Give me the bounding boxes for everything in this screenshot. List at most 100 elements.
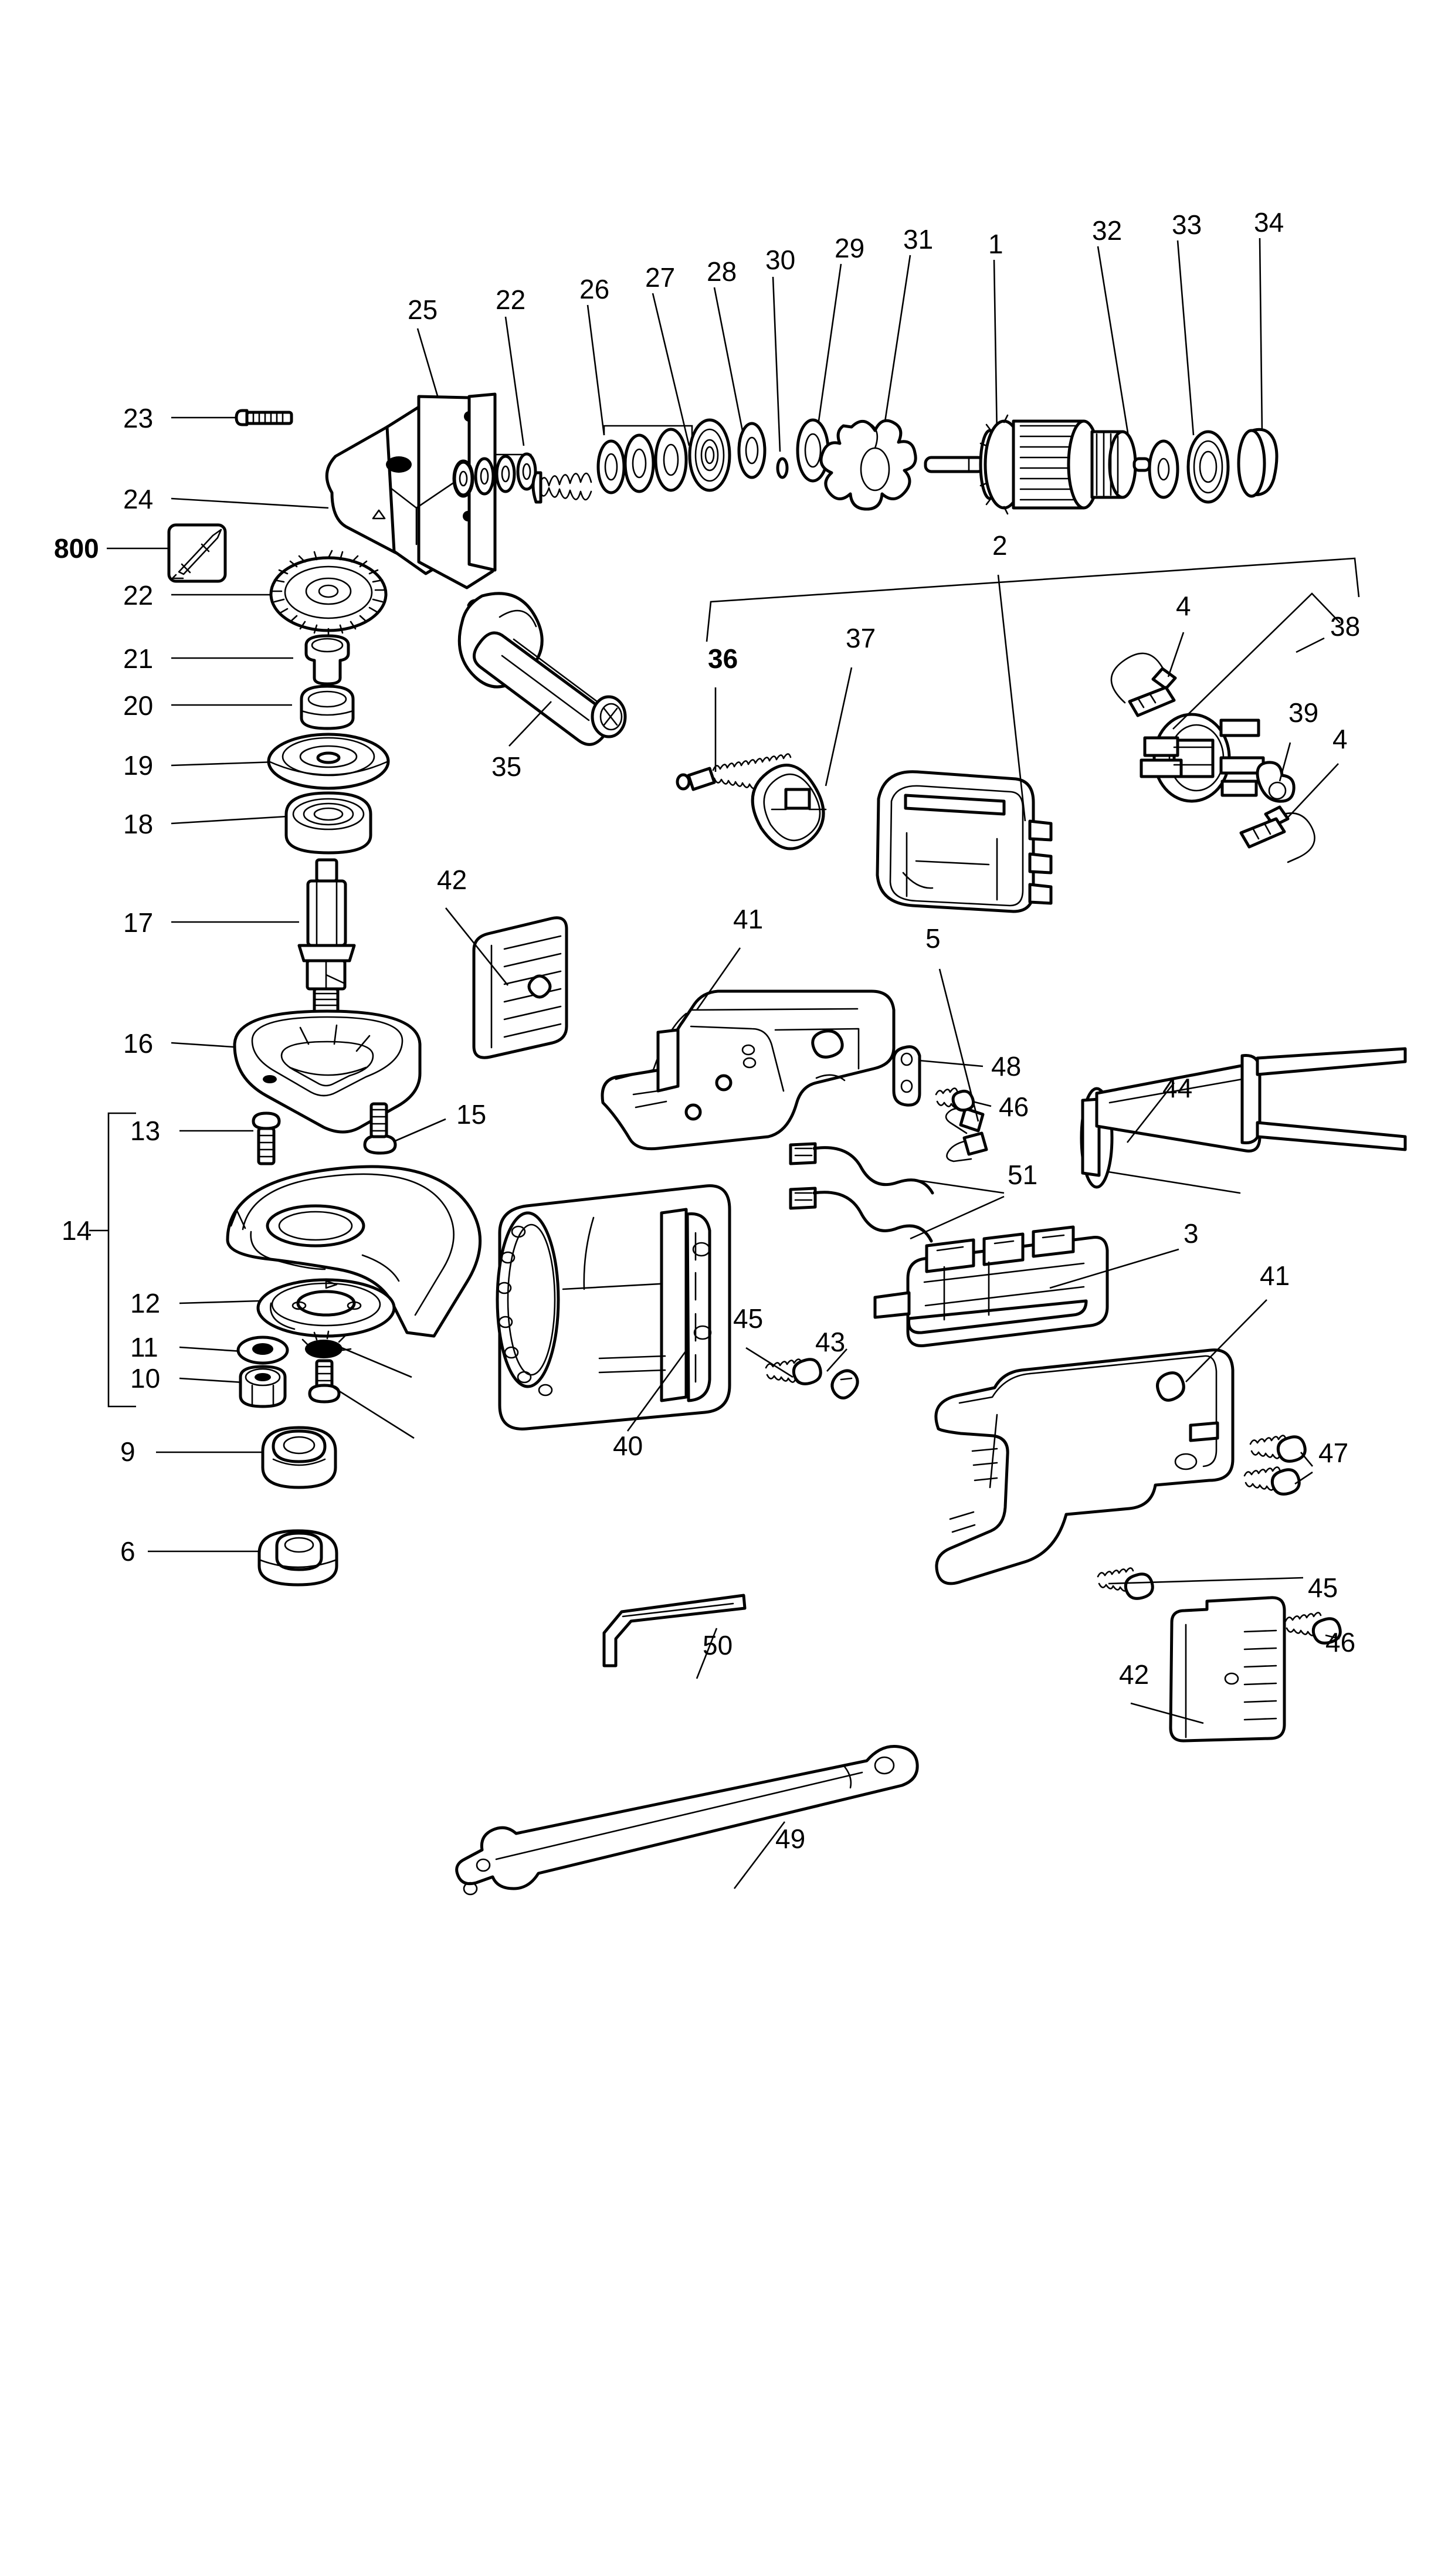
part-40-motor-housing <box>496 1184 731 1432</box>
part-5-cord-terminals <box>938 968 988 1162</box>
part-24-end-cap <box>325 392 497 589</box>
callout-41-upper: 41 <box>733 904 764 934</box>
callout-4-lower: 4 <box>1332 724 1348 754</box>
callout-18: 18 <box>123 809 154 839</box>
part-27-bearing <box>688 418 731 492</box>
callout-28: 28 <box>707 256 737 287</box>
callout-50: 50 <box>703 1630 733 1660</box>
part-10-hex-nut <box>239 1365 287 1408</box>
callout-41-lower: 41 <box>1260 1260 1290 1291</box>
callout-43: 43 <box>815 1327 846 1357</box>
callout-6: 6 <box>120 1536 135 1567</box>
part-21-bearing-retainer <box>304 634 350 686</box>
callout-37: 37 <box>846 623 876 653</box>
part-13-screw <box>252 1111 281 1165</box>
callout-48: 48 <box>991 1051 1022 1082</box>
part-47-screws <box>1243 1435 1313 1496</box>
callout-11: 11 <box>130 1332 158 1362</box>
part-36-long-screw <box>676 687 793 795</box>
part-8-lock-washer <box>301 1330 412 1378</box>
part-9-clamp-nut <box>261 1426 337 1489</box>
part-51-lead-wires <box>789 1142 1005 1243</box>
callout-17: 17 <box>123 907 154 938</box>
callout-22-top: 22 <box>496 284 526 315</box>
part-4-brush-wire-lower <box>1239 763 1339 863</box>
part-35-side-handle <box>457 592 627 747</box>
part-12-clamp-plate <box>256 1278 396 1338</box>
part-1-armature <box>924 414 1151 515</box>
callout-19: 19 <box>123 750 154 781</box>
callout-34: 34 <box>1254 207 1284 238</box>
callout-5: 5 <box>925 923 941 954</box>
callout-45-handle: 45 <box>1308 1572 1338 1603</box>
part-46-screw-upper <box>935 1087 992 1112</box>
part-30-pin <box>776 457 789 479</box>
part-6-inner-flange <box>257 1529 338 1587</box>
part-42-vent-cover-upper <box>445 907 568 1059</box>
part-38-brush-holder <box>1140 592 1341 803</box>
callout-16: 16 <box>123 1028 154 1059</box>
callout-9: 9 <box>120 1436 135 1467</box>
part-45-screw-motor <box>745 1347 822 1385</box>
callout-800: 800 <box>54 533 99 564</box>
callout-12: 12 <box>130 1288 161 1318</box>
callout-51: 51 <box>1008 1160 1038 1190</box>
callout-26: 26 <box>579 274 610 304</box>
part-44-cord <box>1080 1047 1407 1194</box>
part-42-vent-cover-lower <box>1130 1596 1286 1743</box>
part-49-spanner-wrench <box>455 1745 919 1896</box>
part-800-tool-symbol <box>167 523 227 583</box>
part-46-screw-lower <box>1284 1612 1342 1645</box>
part-41-handle-upper <box>601 947 896 1151</box>
part-50-hex-key <box>602 1594 747 1679</box>
part-43-slide-button <box>826 1348 859 1399</box>
callout-35: 35 <box>491 751 522 782</box>
part-37-end-cap <box>751 667 853 850</box>
callout-25: 25 <box>408 294 438 325</box>
part-20-bushing <box>300 684 355 730</box>
callout-21: 21 <box>123 643 154 674</box>
callout-46-upper: 46 <box>999 1092 1029 1122</box>
callout-32: 32 <box>1092 215 1123 246</box>
callout-38: 38 <box>1330 611 1361 642</box>
part-19-spindle-gear <box>267 733 390 790</box>
part-39-brush-cap <box>1256 742 1296 803</box>
part-22-fan <box>269 550 388 638</box>
part-14-guard <box>226 1165 481 1338</box>
callout-42-lower: 42 <box>1119 1659 1149 1690</box>
callout-47: 47 <box>1318 1438 1349 1468</box>
callout-15: 15 <box>456 1099 487 1130</box>
callout-14: 14 <box>62 1215 92 1246</box>
callout-10: 10 <box>130 1363 161 1394</box>
part-22-spring <box>531 471 592 504</box>
part-4-brush-wire-upper <box>1110 632 1185 717</box>
part-26-washer-set <box>596 428 688 494</box>
part-48-cord-clamp <box>892 1045 984 1107</box>
callout-45-motor: 45 <box>733 1303 764 1334</box>
part-3-switch-assembly <box>873 1225 1179 1347</box>
leader-lines-left <box>89 416 329 1553</box>
callout-30: 30 <box>765 245 796 275</box>
callout-46-lower: 46 <box>1325 1627 1356 1658</box>
part-18-ball-bearing <box>284 791 372 855</box>
callout-3: 3 <box>1184 1218 1199 1249</box>
callout-23: 23 <box>123 403 154 433</box>
callout-49: 49 <box>775 1823 806 1854</box>
part-28-washer <box>737 422 767 479</box>
callout-20: 20 <box>123 690 154 721</box>
group-bracket-2 <box>706 557 1360 642</box>
part-32-washer <box>1148 439 1179 499</box>
part-25-bearing-group <box>454 452 537 496</box>
callout-2: 2 <box>992 530 1008 561</box>
callout-29: 29 <box>835 233 865 263</box>
part-7-screw <box>308 1359 415 1439</box>
part-2-field-stator <box>876 574 1053 913</box>
callout-33: 33 <box>1172 209 1202 240</box>
part-41-handle-lower <box>934 1299 1267 1585</box>
callout-42-upper: 42 <box>437 865 467 895</box>
callout-36: 36 <box>708 643 738 674</box>
part-34-bearing-cup <box>1237 428 1279 498</box>
callout-27: 27 <box>645 262 676 293</box>
